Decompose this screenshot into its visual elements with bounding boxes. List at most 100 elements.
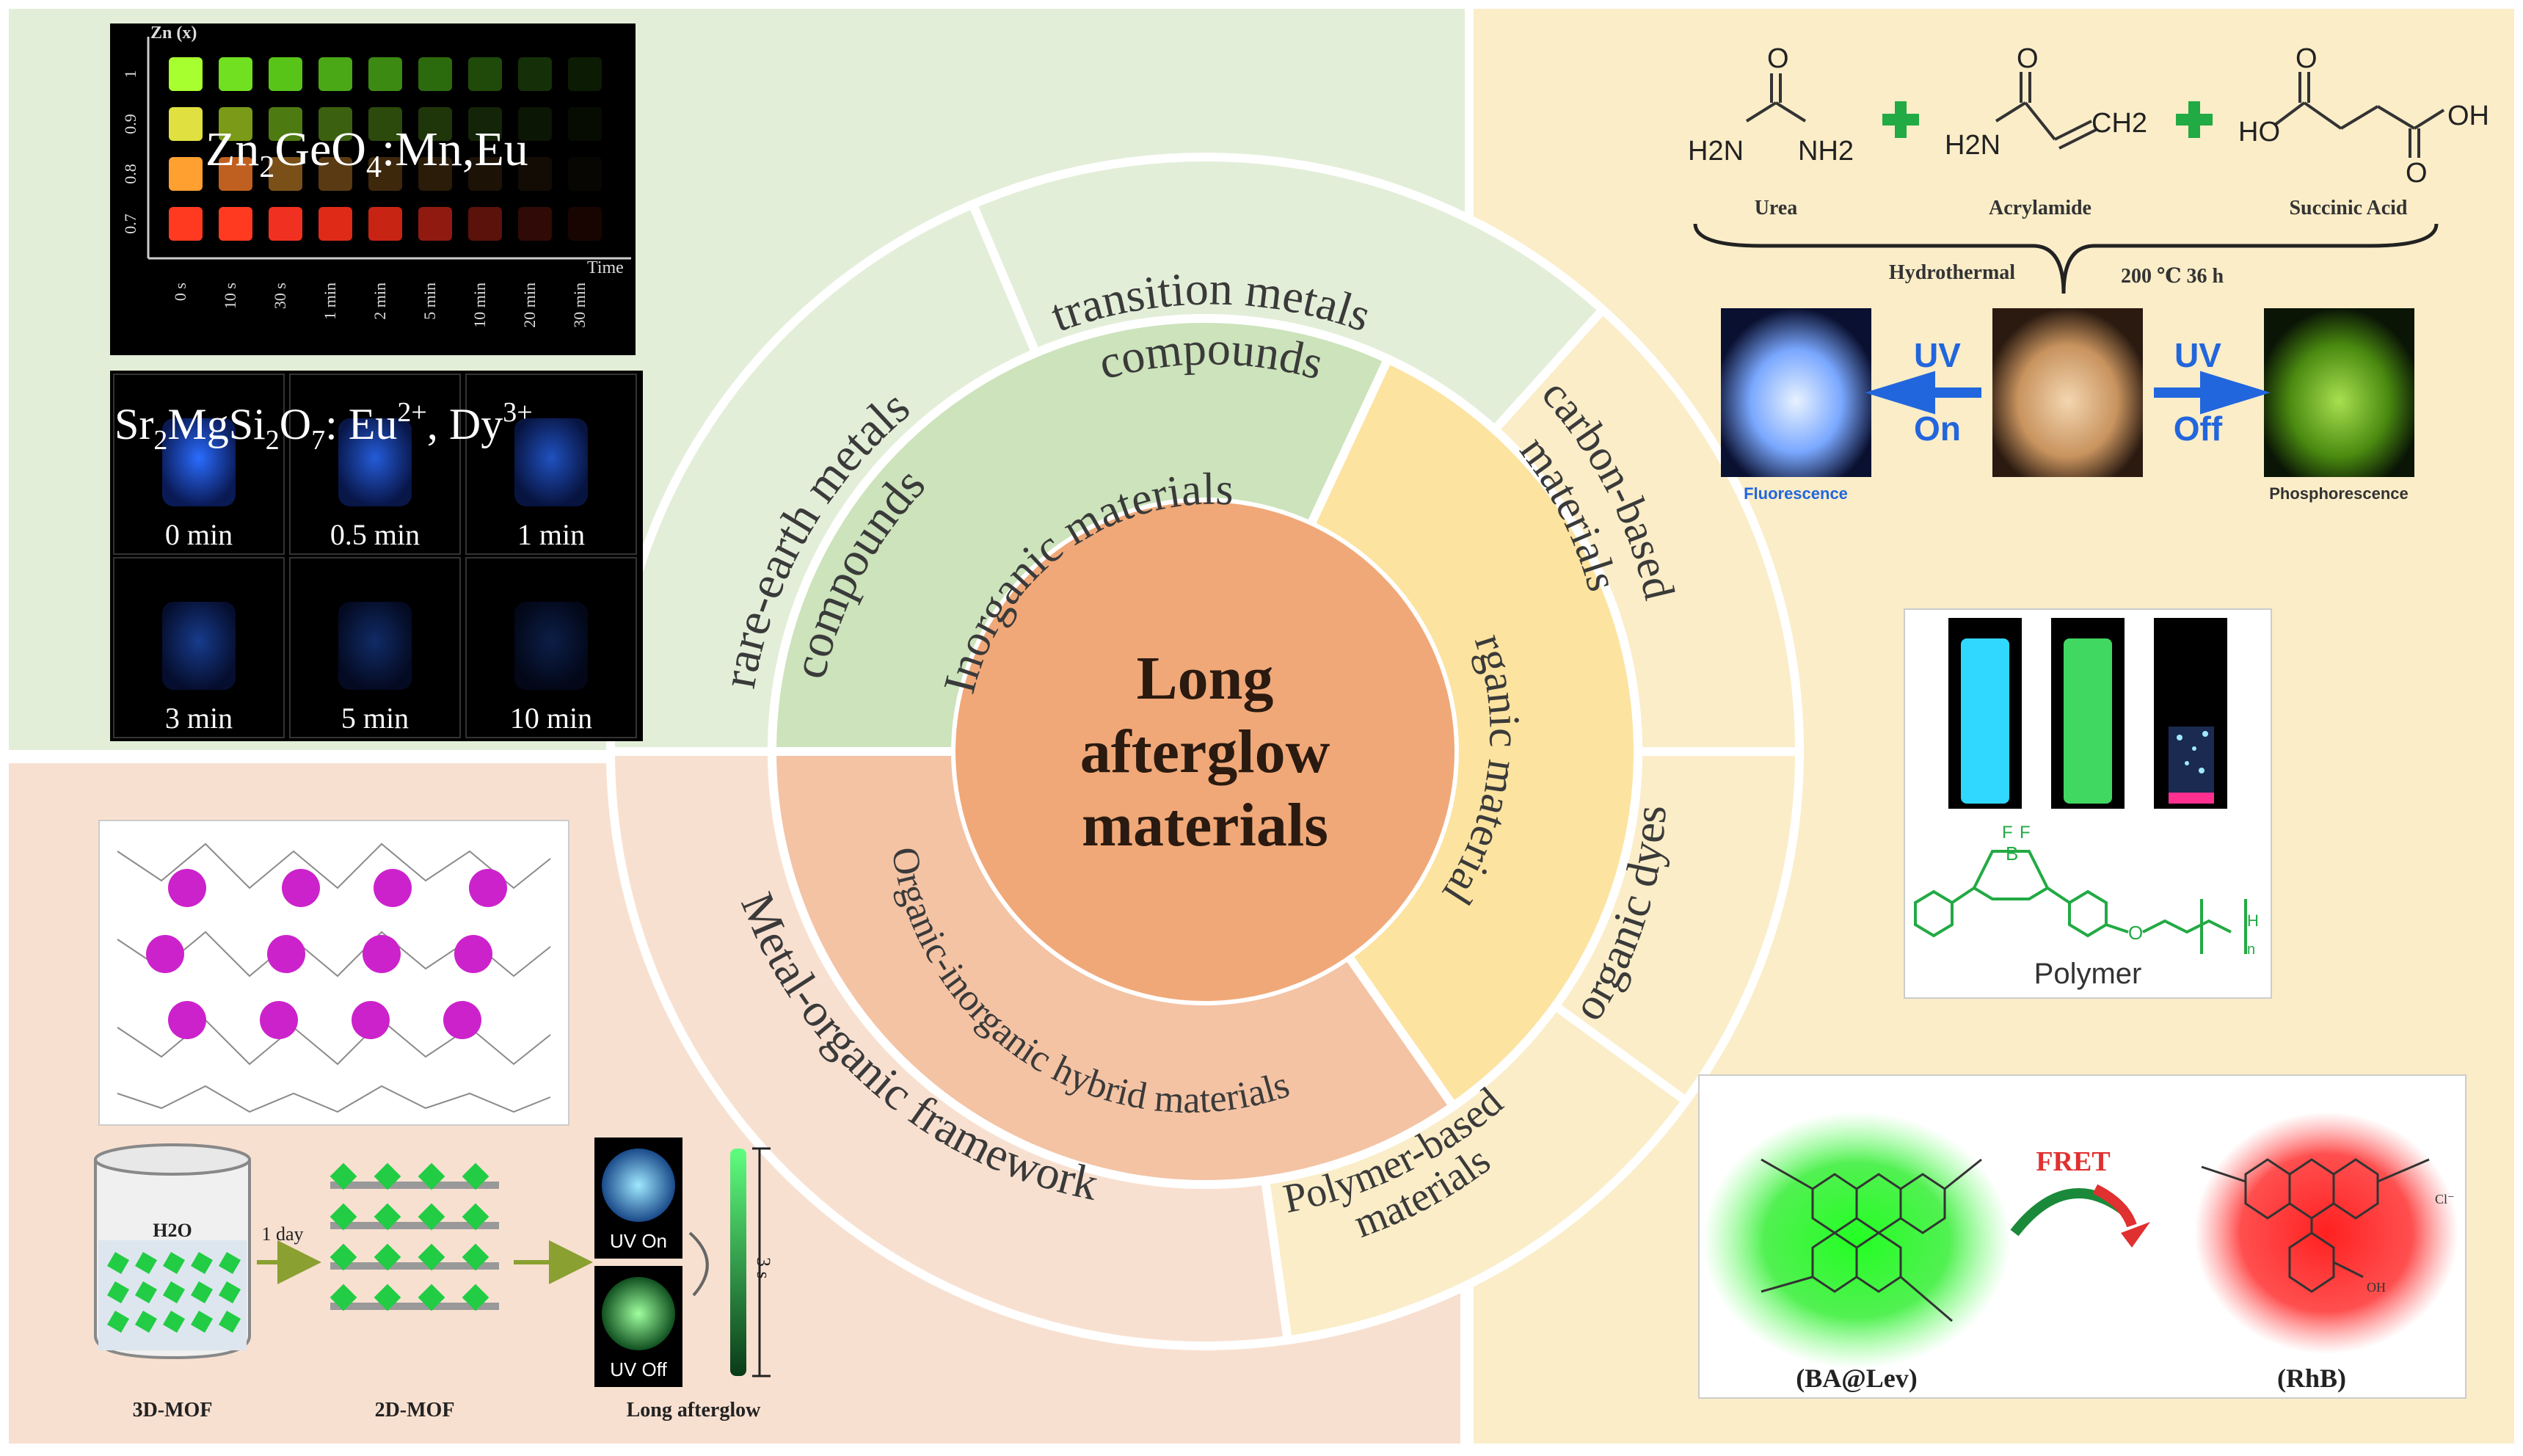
crystal bbox=[190, 1310, 214, 1333]
layer-sheet bbox=[330, 1182, 499, 1189]
grid-cell bbox=[468, 107, 502, 141]
crystal bbox=[134, 1281, 158, 1304]
layer-sheet bbox=[330, 1262, 499, 1270]
crystal bbox=[418, 1203, 445, 1231]
polymer-structure bbox=[1914, 850, 2247, 954]
jar-glow bbox=[514, 602, 588, 690]
red-glow bbox=[2194, 1112, 2458, 1354]
jar-time-label: 5 min bbox=[341, 702, 409, 735]
beaker-crystals bbox=[106, 1251, 241, 1333]
vial-sparkles bbox=[2177, 731, 2208, 774]
polymer-label: Polymer bbox=[2034, 958, 2142, 990]
grid-cell bbox=[468, 207, 502, 241]
vial-dark-glow bbox=[2169, 793, 2214, 804]
metal-sphere bbox=[267, 935, 305, 973]
grid-x-tick: 20 min bbox=[520, 283, 539, 328]
uv-off-label-2: Off bbox=[2174, 410, 2223, 448]
grid-y-tick: 1 bbox=[121, 70, 139, 79]
crystal bbox=[374, 1203, 401, 1231]
jar-time-label: 0 min bbox=[165, 518, 233, 551]
polymer-o: O bbox=[2128, 922, 2143, 944]
powder-original bbox=[1992, 308, 2143, 477]
merge-brace bbox=[1693, 223, 2439, 294]
center-disc bbox=[955, 502, 1455, 1001]
classification-wheel: Inorganic materials Organic materials Or… bbox=[0, 0, 1805, 1346]
metal-sphere bbox=[168, 869, 206, 907]
beaker-rim bbox=[94, 1143, 251, 1176]
acrylamide-o: O bbox=[2017, 43, 2039, 74]
jar-glow bbox=[162, 602, 236, 690]
uv-on-dish bbox=[602, 1149, 675, 1222]
grid-x-tick: 5 min bbox=[420, 283, 439, 320]
crystal bbox=[330, 1284, 357, 1311]
crystal bbox=[218, 1251, 241, 1275]
crystal bbox=[218, 1281, 241, 1304]
jar-glow bbox=[338, 418, 412, 506]
step-label: 1 day bbox=[261, 1223, 303, 1245]
grid-cell bbox=[418, 157, 452, 191]
grid-cell bbox=[269, 57, 302, 91]
grid-cell bbox=[568, 207, 602, 241]
metal-sphere bbox=[260, 1001, 298, 1039]
vial-cyan bbox=[1961, 638, 2009, 804]
succinic-ho: HO bbox=[2238, 117, 2280, 148]
grid-cells bbox=[169, 57, 602, 241]
process-method: Hydrothermal bbox=[1889, 261, 2015, 284]
grid-cell bbox=[169, 57, 203, 91]
grid-x-tick: 10 s bbox=[221, 283, 239, 309]
polymer-h: H bbox=[2247, 911, 2259, 930]
grid-x-tick: 1 min bbox=[321, 283, 339, 320]
crystal bbox=[418, 1162, 445, 1190]
grid-cell bbox=[318, 107, 352, 141]
name-acrylamide: Acrylamide bbox=[1989, 197, 2091, 219]
jar-glow bbox=[514, 418, 588, 506]
formula-srmgsi: Sr2MgSi2O7: Eu2+, Dy3+ bbox=[114, 397, 533, 456]
grid-y-tick: 0.8 bbox=[121, 164, 139, 184]
name-succinic: Succinic Acid bbox=[2289, 197, 2407, 219]
crystal bbox=[330, 1162, 357, 1190]
crystal bbox=[162, 1310, 186, 1333]
fret-arrowhead-icon bbox=[2121, 1222, 2150, 1248]
grid-cell bbox=[318, 157, 352, 191]
panel-polymer: F F B O H n Polymer bbox=[1904, 608, 2272, 999]
jar-time-label: 3 min bbox=[165, 702, 233, 735]
urea-nh2: NH2 bbox=[1798, 136, 1854, 167]
center-title-line-2: afterglow bbox=[1080, 718, 1330, 786]
metal-sphere bbox=[352, 1001, 390, 1039]
grid-cell bbox=[418, 207, 452, 241]
metal-sphere bbox=[443, 1001, 481, 1039]
mof-metal-centers bbox=[146, 869, 507, 1039]
crystal bbox=[106, 1251, 130, 1275]
polymer-b: B bbox=[2006, 842, 2018, 864]
crystal bbox=[374, 1284, 401, 1311]
grid-y-tick: 0.9 bbox=[121, 114, 139, 134]
grid-cell bbox=[568, 57, 602, 91]
powder-fluorescence bbox=[1721, 308, 1871, 477]
metal-sphere bbox=[374, 869, 412, 907]
metal-sphere bbox=[282, 869, 320, 907]
grid-y-axis-title: Zn (x) bbox=[150, 23, 197, 43]
plus-icon bbox=[1882, 101, 2213, 138]
succinic-o-top: O bbox=[2296, 43, 2318, 74]
grid-cell bbox=[418, 107, 452, 141]
grid-cell bbox=[418, 57, 452, 91]
crystal bbox=[190, 1281, 214, 1304]
grid-cell bbox=[169, 157, 203, 191]
crystal bbox=[162, 1281, 186, 1304]
grid-x-tick: 30 min bbox=[570, 283, 589, 328]
panel-mof: H2O 1 day UV On UV Off 3 s 3D-MOF 2D-MOF… bbox=[94, 820, 774, 1422]
grid-x-axis-title: Time bbox=[587, 258, 624, 277]
grid-cell bbox=[219, 57, 252, 91]
layer-sheet bbox=[330, 1303, 499, 1310]
grid-cell bbox=[368, 157, 402, 191]
jar-time-label: 10 min bbox=[510, 702, 592, 735]
grid-cell bbox=[269, 107, 302, 141]
fret-left-caption: (BA@Lev) bbox=[1796, 1364, 1917, 1393]
arrow-right-icon bbox=[2154, 371, 2271, 415]
crystal bbox=[374, 1162, 401, 1190]
uv-on-label-2: On bbox=[1914, 410, 1961, 448]
crystal bbox=[462, 1284, 489, 1311]
